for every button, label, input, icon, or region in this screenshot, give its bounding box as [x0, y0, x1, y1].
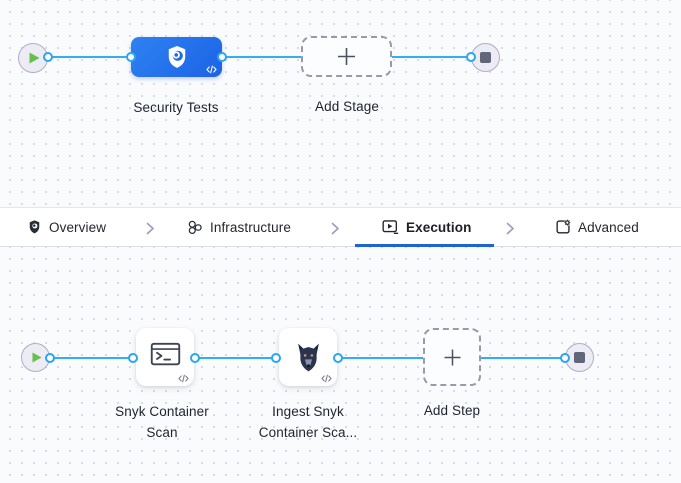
snyk-dog-icon	[295, 342, 322, 373]
code-icon	[321, 374, 332, 383]
plus-icon	[336, 46, 357, 67]
connector-dot	[128, 352, 138, 363]
step-label: Snyk Container Scan	[62, 401, 262, 443]
connector-dot	[43, 52, 53, 62]
infrastructure-icon	[187, 219, 203, 236]
stage-tabbar: Overview Infrastructure	[0, 207, 681, 247]
security-shield-icon	[164, 44, 190, 70]
execution-icon	[382, 219, 399, 235]
tab-label: Infrastructure	[210, 219, 291, 235]
code-icon	[206, 65, 217, 74]
add-step-button[interactable]	[423, 328, 481, 386]
connector-dot	[217, 52, 227, 62]
tab-advanced[interactable]: Advanced	[555, 208, 639, 246]
connector-dot	[190, 352, 200, 363]
advanced-icon	[555, 219, 571, 235]
connector-dot	[466, 52, 476, 62]
tab-execution[interactable]: Execution	[382, 208, 471, 246]
active-tab-underline	[355, 244, 494, 247]
stage-flow-line	[48, 55, 472, 58]
add-step-label: Add Step	[423, 403, 481, 418]
play-icon	[29, 52, 40, 64]
stop-icon	[480, 52, 491, 63]
connector-dot	[333, 352, 343, 363]
step-label: Ingest Snyk Container Sca...	[208, 401, 408, 443]
add-stage-button[interactable]	[301, 36, 392, 77]
step-card-ingest-snyk[interactable]	[279, 328, 337, 386]
plus-icon	[443, 348, 462, 367]
step-label-line1: Snyk Container	[115, 404, 209, 419]
tab-label: Advanced	[578, 219, 639, 235]
stage-label: Security Tests	[133, 100, 219, 115]
stop-icon	[574, 352, 585, 363]
tab-label: Overview	[49, 219, 107, 235]
step-label-line2: Scan	[146, 425, 178, 440]
step-label-line1: Ingest Snyk	[272, 404, 344, 419]
step-card-snyk-container-scan[interactable]	[136, 328, 194, 386]
step-label-line2: Container Sca...	[258, 425, 358, 440]
stage-canvas: Security Tests Add Stage	[0, 0, 681, 207]
stage-card-security-tests[interactable]	[131, 37, 222, 77]
step-canvas: Snyk Container Scan Ingest Snyk Containe…	[0, 247, 681, 483]
pipeline-end-node	[471, 43, 500, 72]
terminal-icon	[150, 342, 181, 367]
chevron-right-icon	[146, 222, 155, 235]
shield-icon	[27, 219, 42, 235]
tab-infrastructure[interactable]: Infrastructure	[187, 208, 291, 246]
code-icon	[178, 374, 189, 383]
chevron-right-icon	[331, 222, 340, 235]
play-icon	[32, 352, 42, 363]
connector-dot	[560, 352, 570, 363]
connector-dot	[271, 352, 281, 363]
add-stage-label: Add Stage	[315, 99, 379, 114]
connector-dot	[126, 52, 136, 62]
tab-overview[interactable]: Overview	[27, 208, 106, 246]
tab-label: Execution	[406, 219, 472, 235]
connector-dot	[45, 352, 55, 363]
chevron-right-icon	[506, 222, 515, 235]
